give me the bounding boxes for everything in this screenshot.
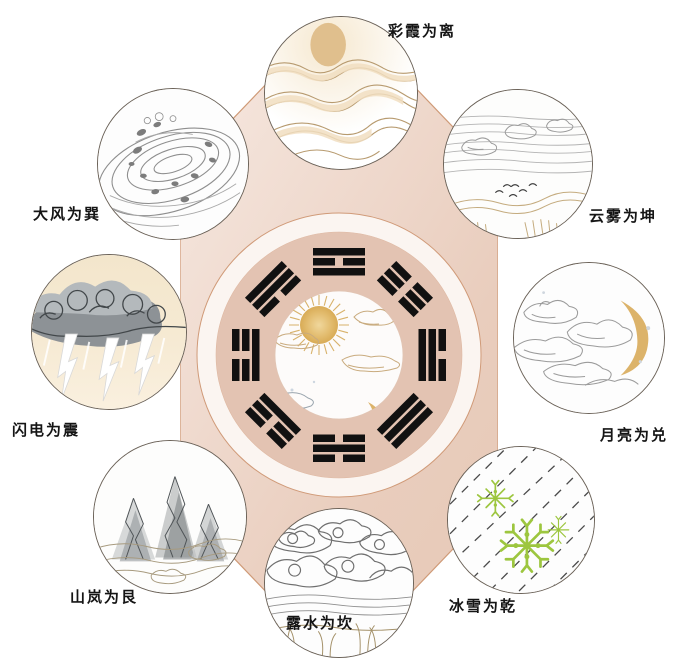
label-zhen: 闪电为震 — [12, 423, 81, 439]
kun-trigram — [376, 260, 434, 318]
li-trigram — [313, 248, 365, 276]
cloud-icon — [514, 299, 639, 386]
zhen-trigram — [244, 392, 302, 450]
node-circle-xun[interactable] — [97, 88, 249, 240]
birds-icon — [494, 183, 538, 197]
dui-trigram — [418, 329, 446, 381]
label-qian: 冰雪为乾 — [449, 599, 518, 615]
label-li: 彩霞为离 — [388, 24, 457, 40]
debris-icon — [128, 121, 216, 203]
trigram-ring — [232, 248, 446, 462]
snowflake-icon — [547, 515, 570, 544]
sun-icon — [300, 306, 338, 344]
mist-cloud-icon — [94, 538, 246, 585]
sun-icon — [310, 22, 346, 67]
node-circle-gen[interactable] — [93, 440, 247, 594]
water-lines-icon — [265, 594, 413, 616]
rain-icon — [42, 337, 166, 370]
label-xun: 大风为巽 — [33, 207, 102, 223]
star-icon — [542, 291, 651, 364]
node-circle-li[interactable] — [264, 16, 418, 170]
gen-trigram — [232, 329, 260, 381]
kan-trigram — [313, 434, 365, 462]
storm-cloud-icon — [32, 280, 186, 347]
node-circle-dui[interactable] — [513, 262, 665, 414]
bagua-wheel — [196, 212, 482, 498]
star-icon — [290, 380, 316, 392]
snowflake-icon — [499, 518, 555, 573]
label-gen: 山岚为艮 — [70, 590, 139, 606]
qian-trigram — [376, 392, 434, 450]
mist-lines-icon — [444, 115, 592, 174]
node-circle-zhen[interactable] — [31, 254, 187, 410]
label-kan: 露水为坎 — [286, 616, 355, 632]
lightning-icon — [57, 333, 156, 402]
snowflake-icon — [476, 479, 514, 517]
node-circle-kun[interactable] — [443, 89, 593, 239]
bubble-icon — [143, 112, 177, 125]
crescent-moon-icon — [620, 300, 649, 376]
bagua-infographic: 彩霞为离 — [12, 16, 669, 658]
swirl-cloud-icon — [461, 118, 574, 156]
xun-trigram — [244, 260, 302, 318]
sun-rays-icon — [289, 295, 349, 355]
node-circle-kan[interactable] — [264, 508, 414, 658]
label-dui: 月亮为兑 — [600, 428, 669, 444]
wind-streak-icon — [105, 132, 241, 227]
label-kun: 云雾为坤 — [589, 209, 658, 225]
node-circle-qian[interactable] — [447, 446, 595, 594]
